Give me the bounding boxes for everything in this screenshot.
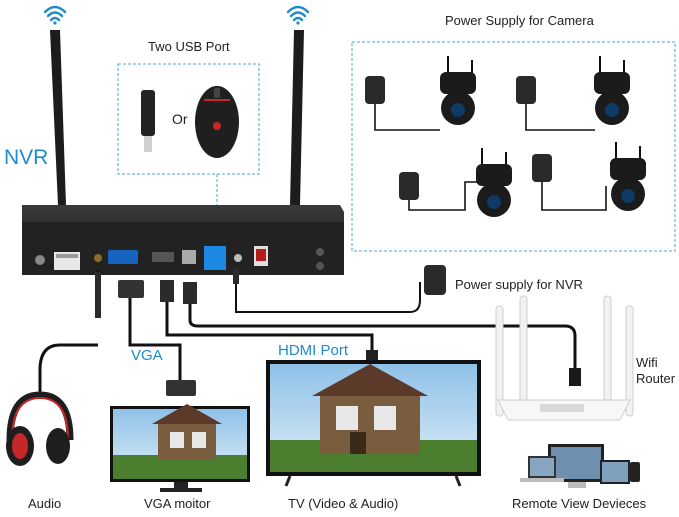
wifi-signal-icon: [286, 5, 310, 25]
power-adapter-icon: [365, 76, 385, 104]
monitor-icon: [110, 404, 250, 492]
vga-plug: [118, 280, 144, 298]
wifi-router-label-line1: Wifi: [636, 355, 658, 370]
camera-icon: [594, 56, 630, 125]
power-supply-nvr-label: Power supply for NVR: [455, 277, 583, 292]
router-icon: [495, 295, 634, 421]
headphones-icon: [6, 391, 74, 466]
ethernet-plug-router: [569, 368, 581, 386]
nvr-label: NVR: [4, 146, 49, 169]
power-adapter-icon: [424, 265, 446, 295]
vga-label: VGA: [131, 347, 163, 364]
antenna-icon: [50, 30, 74, 215]
nvr-power-cable: [235, 282, 421, 313]
camera-power-group: [365, 56, 646, 217]
ethernet-plug: [183, 282, 197, 304]
remote-view-devices-label: Remote View Devieces: [512, 496, 647, 511]
hdmi-plug: [160, 280, 174, 302]
camera-icon: [476, 148, 512, 217]
devices-icon: [520, 444, 640, 488]
tv-label: TV (Video & Audio): [288, 496, 399, 511]
two-usb-port-label: Two USB Port: [148, 39, 230, 54]
antenna-icon: [290, 30, 306, 215]
audio-label: Audio: [28, 496, 62, 511]
wifi-signal-icon: [43, 5, 67, 25]
power-supply-camera-label: Power Supply for Camera: [445, 13, 594, 28]
ethernet-cable: [188, 302, 577, 370]
camera-icon: [610, 142, 646, 211]
power-adapter-icon: [399, 172, 419, 200]
hdmi-plug-tv: [366, 350, 378, 360]
wifi-router-label-line2: Router: [636, 371, 676, 386]
power-adapter-icon: [532, 154, 552, 182]
vga-monitor-label: VGA moitor: [144, 496, 211, 511]
camera-power-box: [351, 41, 676, 252]
audio-plug: [95, 272, 101, 318]
vga-cable: [128, 298, 182, 380]
mouse-icon: [195, 86, 239, 158]
nvr-unit: [22, 205, 344, 275]
hdmi-cable: [165, 300, 374, 356]
usb-dongle-icon: [141, 90, 155, 152]
camera-icon: [440, 56, 476, 125]
tv-icon: [266, 360, 481, 487]
power-adapter-icon: [516, 76, 536, 104]
or-label: Or: [172, 111, 188, 127]
nvr-dc-plug: [233, 268, 239, 284]
hdmi-port-label: HDMI Port: [278, 342, 349, 359]
audio-cable: [38, 270, 100, 392]
usb-port-box: [117, 63, 260, 175]
vga-plug-monitor: [166, 380, 196, 396]
